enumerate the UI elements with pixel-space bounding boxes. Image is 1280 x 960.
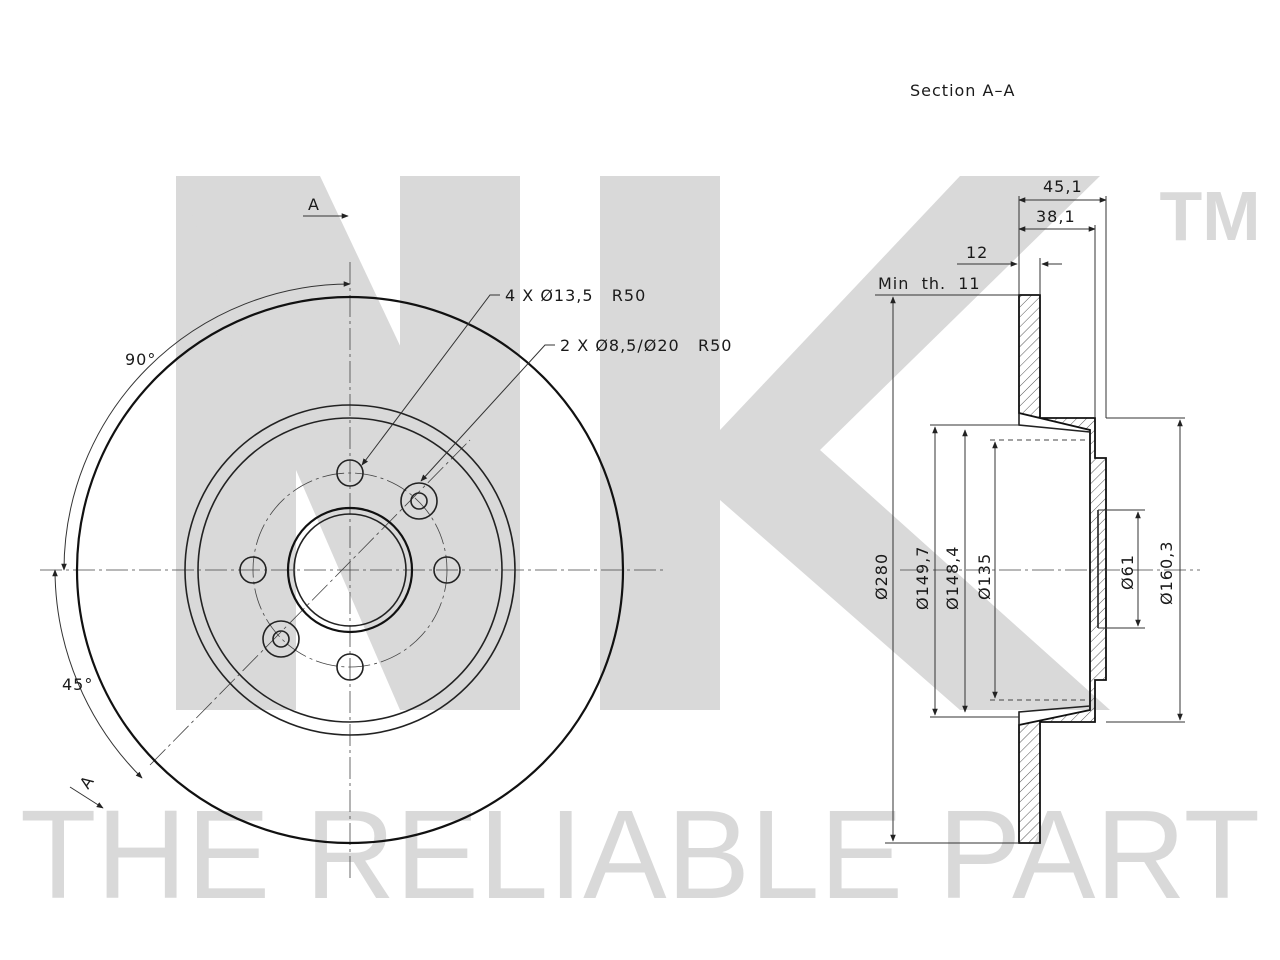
leader-bolt-holes	[361, 294, 500, 466]
section-marker-top: A	[308, 195, 320, 214]
bolt-hole	[433, 556, 461, 584]
dim-hat-height: 38,1	[1036, 207, 1076, 226]
front-view: 90° 45° A A 4 X Ø13,5 R50 2 X Ø8,5/Ø20 R…	[40, 195, 732, 880]
aux-hole-inner	[410, 492, 428, 510]
dia-center-label: Ø61	[1118, 554, 1137, 590]
angle-90-label: 90°	[125, 350, 156, 369]
hat-bottom-edge	[1018, 705, 1091, 725]
dia-outer-label: Ø280	[872, 553, 891, 600]
angle-45-label: 45°	[62, 675, 93, 694]
dia-1-label: Ø149,7	[913, 546, 932, 610]
dia-hub-label: Ø160,3	[1157, 541, 1176, 605]
aux-hole-inner	[272, 630, 290, 648]
dim-overall-height: 45,1	[1043, 177, 1083, 196]
aux-hole-outer	[262, 620, 300, 658]
disc-cross-section	[1018, 294, 1107, 844]
trademark-text: TM	[1159, 177, 1260, 255]
section-line	[149, 439, 471, 766]
section-arrow-bottom	[69, 786, 104, 809]
leader-aux-holes	[420, 344, 555, 482]
bolt-hole	[336, 653, 364, 681]
min-thickness-label: Min th. 11	[878, 274, 981, 293]
dim-thickness: 12	[966, 243, 988, 262]
dia-2-label: Ø148,4	[943, 546, 962, 610]
aux-hole-outer	[400, 482, 438, 520]
angle-arc-90	[61, 281, 351, 571]
section-title: Section A–A	[910, 81, 1015, 100]
dia-3-label: Ø135	[975, 553, 994, 600]
callout-aux-holes: 2 X Ø8,5/Ø20 R50	[560, 336, 732, 355]
angle-arc-45	[52, 569, 143, 779]
callout-bolt-holes: 4 X Ø13,5 R50	[505, 286, 646, 305]
section-view: Section A–A 45,1 38,1 12 Min th. 11 Ø280	[872, 81, 1200, 844]
slogan-text: THE RELIABLE PART	[20, 784, 1260, 925]
